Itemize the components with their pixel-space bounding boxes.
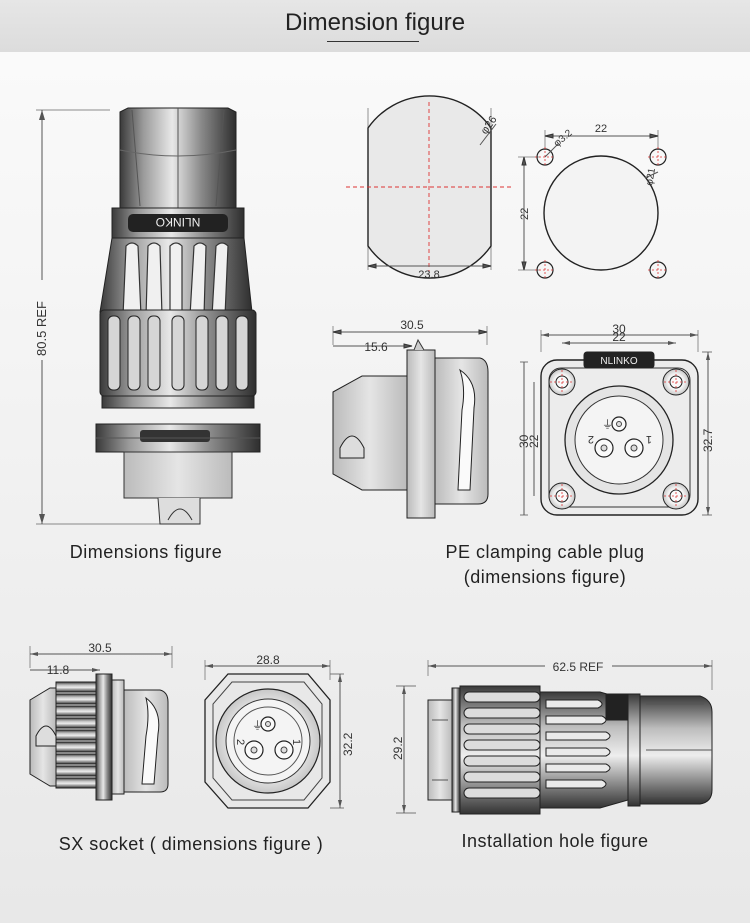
plug-front-inner-label: 22 <box>612 330 626 344</box>
caption-installation-hole: Installation hole figure <box>461 831 648 851</box>
mount-hole-spacing-v-label: 22 <box>519 208 531 220</box>
socket-pin1-label: 1 <box>290 739 302 745</box>
brand-logo-main: NLINKO <box>156 215 201 229</box>
page-title: Dimension figure <box>284 9 466 36</box>
install-length-label: 62.5 REF <box>553 660 604 674</box>
socket-front-height-label: 32.2 <box>341 732 355 756</box>
caption-dimensions-figure: Dimensions figure <box>70 542 223 562</box>
center-hole-diameter-label: φ21 <box>644 167 658 187</box>
mount-hole-spacing-h-label: 22 <box>595 123 607 135</box>
installation-assembly-view <box>396 660 713 815</box>
sx-socket-front-view: ⏚ 2 1 <box>204 660 344 809</box>
install-height-label: 29.2 <box>391 736 405 760</box>
brand-logo-plug: NLINKO <box>600 356 637 367</box>
cutout-flat-width-label: 23.8 <box>418 269 439 281</box>
socket-pin-ground-label: ⏚ <box>252 719 263 732</box>
plug-side-inner-label: 15.6 <box>364 340 388 354</box>
plug-front-height-inner-label: 22 <box>527 434 541 448</box>
caption-sx-socket: SX socket ( dimensions figure ) <box>59 834 324 854</box>
plug-pin2-label: 2 <box>588 433 594 445</box>
mount-hole-pattern <box>518 130 668 280</box>
plug-pin1-label: 1 <box>646 433 652 445</box>
plug-pin-ground-label: ⏚ <box>602 418 613 431</box>
pe-plug-front-view: NLINKO ⏚ 2 1 <box>520 330 712 516</box>
overall-length-label: 80.5 REF <box>34 301 49 356</box>
caption-pe-plug-line2: (dimensions figure) <box>464 567 627 587</box>
socket-side-length-label: 30.5 <box>88 641 112 655</box>
socket-side-inner-label: 11.8 <box>47 663 70 677</box>
pe-plug-side-view <box>332 326 489 519</box>
plug-overall-figure: 80.5 REF NLINKO <box>34 107 261 525</box>
section-header: Dimension figure <box>0 0 750 52</box>
sx-socket-side-view <box>29 646 173 801</box>
title-underline <box>327 41 419 42</box>
socket-pin2-label: 2 <box>234 739 246 745</box>
plug-front-height-total-label: 32.7 <box>701 428 715 452</box>
panel-cutout-circle <box>346 95 512 279</box>
plug-side-length-label: 30.5 <box>400 318 424 332</box>
caption-pe-plug-line1: PE clamping cable plug <box>445 542 644 562</box>
socket-front-width-label: 28.8 <box>256 653 280 667</box>
plug-front-height-outer-label: 30 <box>517 434 531 448</box>
plug-front-width-label: 30 <box>612 322 626 336</box>
mount-hole-diameter-label: φ3.2 <box>552 127 575 149</box>
